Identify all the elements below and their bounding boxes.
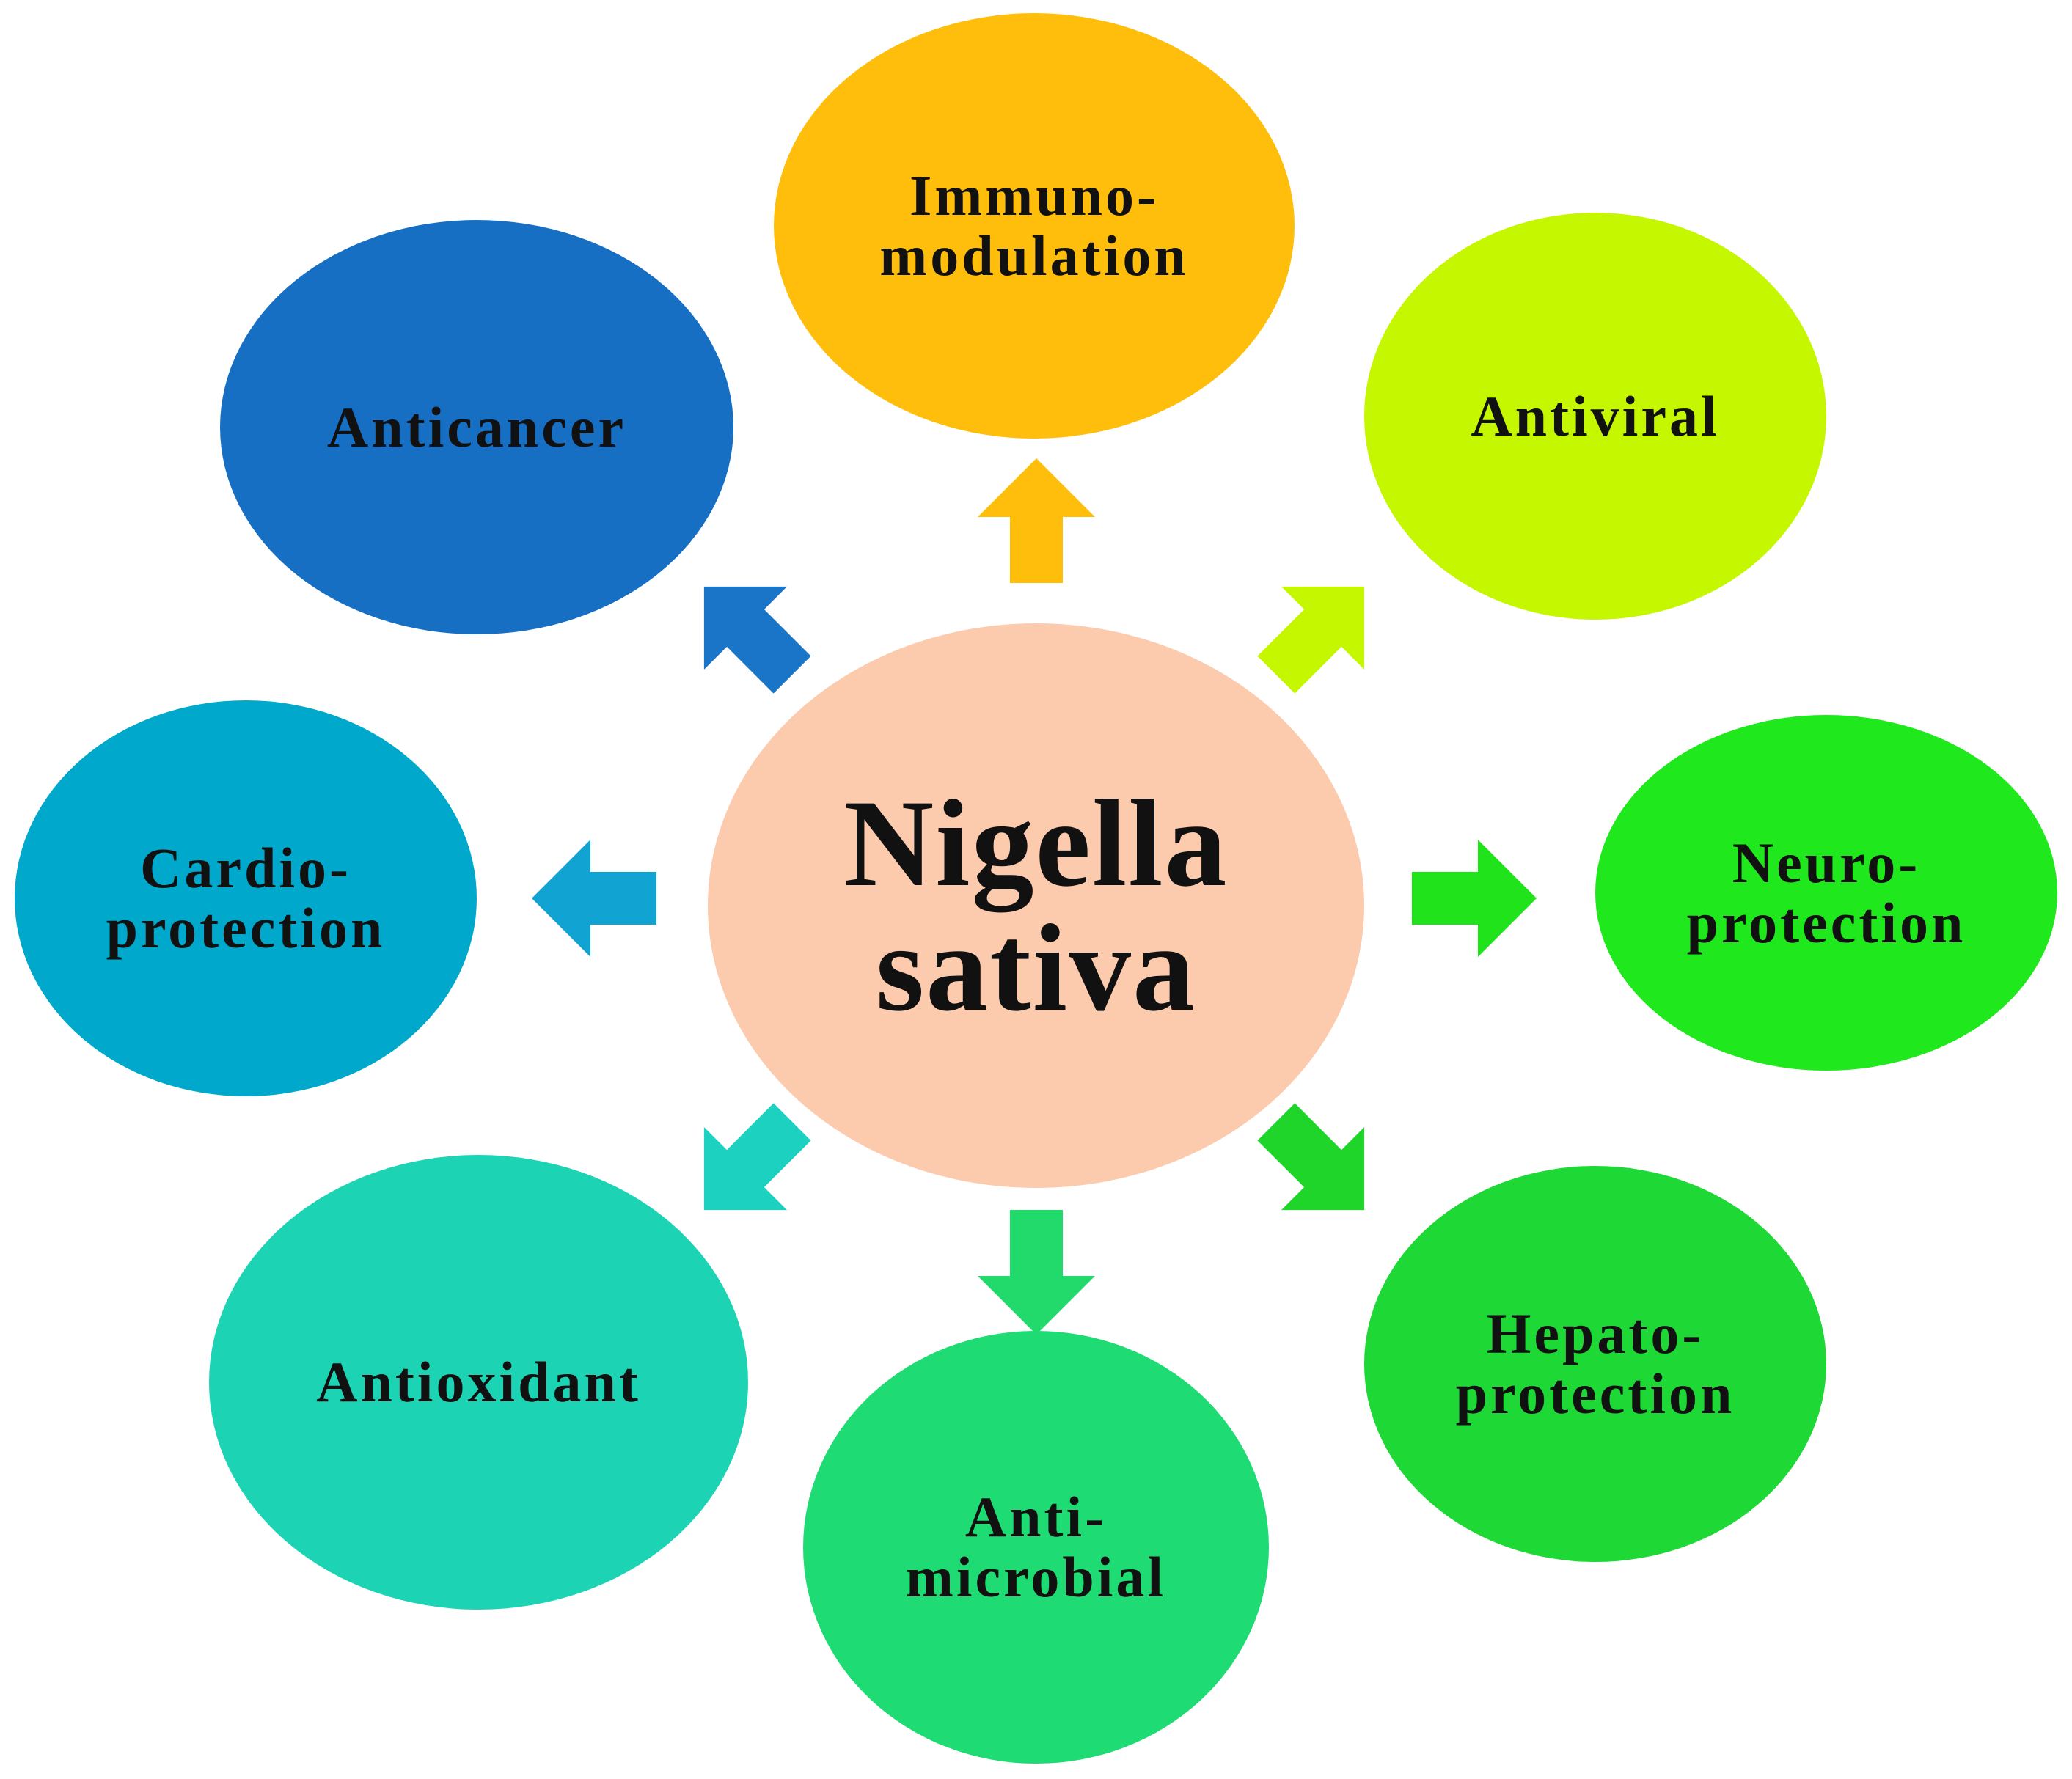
label-antimicrobial-line1: Anti- xyxy=(964,1485,1108,1549)
label-immunomodulation-line1: Immuno- xyxy=(909,164,1160,228)
center-label-line1: Nigella xyxy=(843,774,1229,912)
arrow-neuroprotection xyxy=(1412,840,1537,957)
label-neuroprotection-line1: Neuro- xyxy=(1732,830,1921,895)
node-antioxidant: Antioxidant xyxy=(209,1155,748,1610)
node-hepatoprotection: Hepato- protection xyxy=(1364,1166,1826,1562)
arrow-hepatoprotection xyxy=(1257,1103,1365,1211)
arrow-cardioprotection xyxy=(532,840,656,957)
arrow-anticancer xyxy=(703,586,811,694)
node-center-nigella-sativa: Nigella sativa xyxy=(708,623,1364,1188)
label-anticancer: Anticancer xyxy=(326,395,627,459)
center-label-line2: sativa xyxy=(876,899,1196,1037)
label-immunomodulation-line2: modulation xyxy=(879,224,1189,287)
label-antioxidant: Antioxidant xyxy=(316,1350,641,1415)
node-antiviral: Antiviral xyxy=(1364,213,1826,620)
label-antimicrobial-line2: microbial xyxy=(905,1545,1167,1609)
label-antiviral: Antiviral xyxy=(1471,384,1720,448)
label-neuroprotection-line2: protection xyxy=(1686,890,1966,955)
label-cardioprotection-line1: Cardio- xyxy=(140,836,351,900)
arrow-antiviral xyxy=(1257,586,1365,694)
arrow-antioxidant xyxy=(703,1103,811,1211)
node-cardioprotection: Cardio- protection xyxy=(15,700,477,1096)
label-cardioprotection-line2: protection xyxy=(106,896,386,960)
node-anticancer: Anticancer xyxy=(220,220,733,634)
node-immunomodulation: Immuno- modulation xyxy=(774,13,1295,439)
arrow-immunomodulation xyxy=(978,458,1095,583)
node-neuroprotection: Neuro- protection xyxy=(1595,715,2057,1071)
arrow-antimicrobial xyxy=(978,1210,1095,1335)
label-hepatoprotection-line1: Hepato- xyxy=(1486,1302,1705,1366)
label-hepatoprotection-line2: protection xyxy=(1455,1362,1735,1426)
node-antimicrobial: Anti- microbial xyxy=(803,1331,1269,1764)
